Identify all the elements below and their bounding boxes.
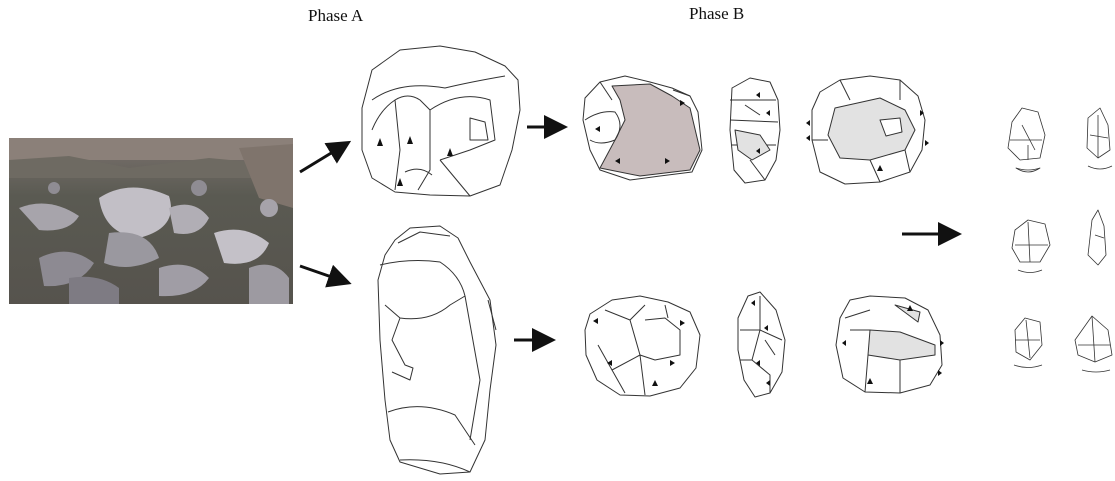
lithic-core-drawing: [738, 292, 785, 397]
lithic-core-drawing: [378, 226, 496, 474]
lithic-core-drawing: [583, 76, 702, 180]
lithic-core-drawing: [836, 296, 942, 393]
lithic-core-drawing: [1008, 108, 1112, 372]
lithic-core-drawing: [585, 296, 700, 396]
lithic-core-drawing: [812, 76, 925, 184]
lithic-core-drawing: [362, 46, 520, 196]
lithic-core-drawing: [730, 78, 780, 183]
